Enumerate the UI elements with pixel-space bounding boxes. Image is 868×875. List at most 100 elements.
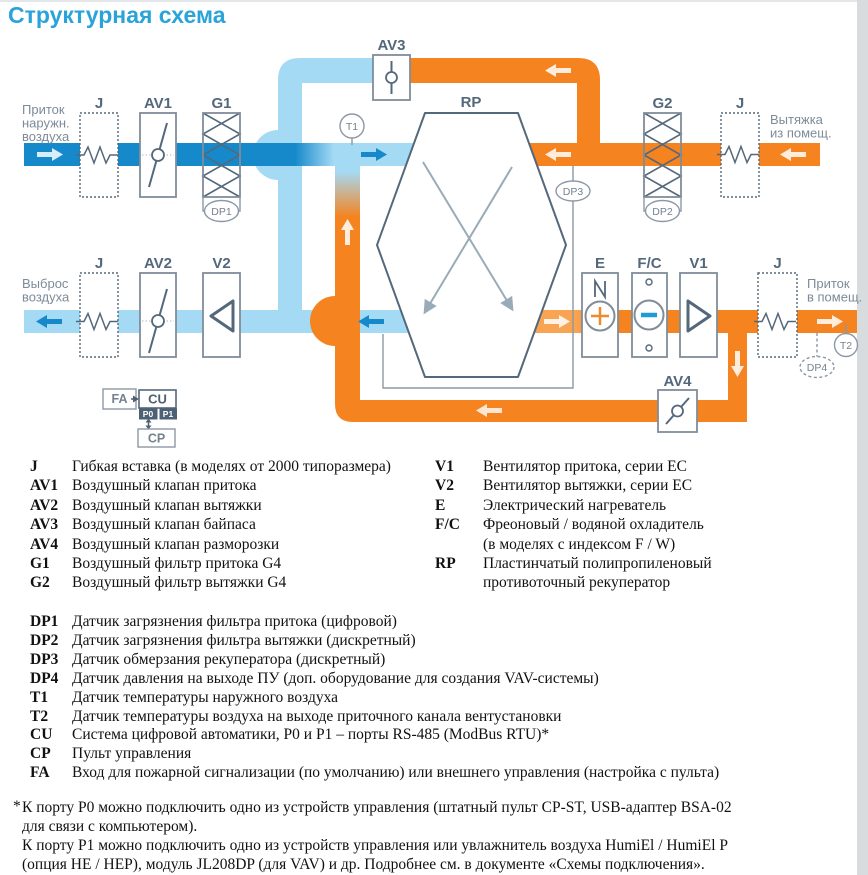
sensor-t2: T2 [833, 324, 859, 358]
sensor-dp2 [643, 197, 682, 223]
valve-av1 [139, 112, 177, 198]
svg-text:G1: G1 [211, 95, 231, 112]
heater-element-icon [594, 277, 606, 301]
page-title: Структурная схема [8, 2, 226, 28]
svg-text:AV2: AV2 [144, 255, 172, 272]
footnote: * К порту P0 можно подключить одно из ус… [13, 798, 858, 874]
flow-arrow-icon [545, 64, 571, 77]
valve-av4 [657, 389, 698, 433]
svg-text:J: J [773, 255, 781, 272]
svg-text:F/C: F/C [637, 255, 661, 272]
flex-insert-j-supply [754, 272, 798, 358]
fan-triangle-icon [686, 299, 712, 333]
svg-text:AV3: AV3 [377, 37, 405, 54]
svg-text:T2: T2 [840, 340, 852, 352]
arrow-up-icon [145, 418, 152, 423]
page-top-edge [0, 0, 868, 2]
sensor-dp2-label: DP2 [652, 206, 673, 218]
cp-label: CP [148, 432, 165, 446]
defrost-duct [310, 166, 747, 422]
fan-v2 [202, 272, 241, 358]
svg-text:J: J [95, 95, 103, 112]
p1-label: P1 [163, 409, 174, 419]
svg-text:T1: T1 [346, 121, 358, 133]
sensor-dp4: DP4 [799, 333, 835, 379]
svg-text:воздуха: воздуха [22, 290, 70, 305]
spring-icon [76, 144, 118, 166]
svg-text:RP: RP [461, 94, 482, 111]
spring-icon [717, 144, 759, 165]
sensor-dp1-label: DP1 [211, 206, 232, 218]
svg-text:из помещ.: из помещ. [770, 126, 832, 141]
svg-text:наружн.: наружн. [22, 116, 70, 131]
flow-arrow-icon [817, 315, 843, 328]
flow-arrow-icon [361, 148, 387, 161]
component-labels: J AV1 G1 AV3 RP G2 J J AV2 V2 E F/C V1 J… [95, 37, 782, 390]
arrow-right-icon [133, 395, 139, 403]
duct-labels: Приток наружн. воздуха Выброс воздуха Вы… [22, 102, 862, 305]
fa-label: FA [112, 392, 128, 406]
sensor-t1: T1 [339, 113, 365, 145]
flow-arrow-icon [37, 148, 63, 161]
svg-text:G2: G2 [652, 95, 672, 112]
valve-av2 [139, 272, 177, 358]
footnote-marker: * [13, 798, 21, 815]
flow-arrow-icon [780, 148, 806, 161]
cu-label: CU [148, 392, 167, 407]
svg-text:Приток: Приток [807, 276, 850, 291]
svg-text:AV4: AV4 [663, 373, 692, 390]
flow-arrow-icon [545, 148, 571, 161]
svg-text:E: E [595, 255, 605, 272]
legend-row: противоточный рекуператор [483, 574, 671, 592]
port-p1 [159, 408, 177, 420]
footnote-line: К порту P1 можно подключить одно из устр… [22, 837, 728, 854]
flow-arrow-icon [36, 315, 62, 328]
svg-text:J: J [95, 255, 103, 272]
svg-text:DP4: DP4 [807, 362, 828, 374]
flow-arrow-icon [544, 315, 570, 328]
port-p0 [139, 408, 158, 420]
flex-insert-j-discharge [76, 272, 119, 358]
p0-label: P0 [143, 409, 154, 419]
flex-insert-j-extract [717, 112, 760, 198]
spring-icon [76, 311, 118, 332]
svg-text:AV1: AV1 [144, 95, 172, 112]
svg-text:V2: V2 [212, 255, 230, 272]
svg-text:Выброс: Выброс [22, 276, 69, 291]
footnote-line: (опция HE / HEP), модуль JL208DP (для VA… [22, 856, 705, 873]
svg-text:в помещ.: в помещ. [807, 290, 862, 305]
arrow-down-icon [145, 425, 152, 430]
flow-arrow-icon [476, 404, 502, 417]
counterflow-arrow-icon [423, 166, 513, 315]
footnote-line: К порту P0 можно подключить одно из устр… [22, 799, 732, 816]
svg-text:воздуха: воздуха [22, 129, 70, 144]
svg-text:Приток: Приток [22, 102, 65, 117]
flex-insert-j-intake [76, 112, 119, 198]
filter-g2 [642, 112, 683, 198]
sensor-dp3 [382, 166, 591, 389]
legend-row: (в моделях с индексом F / W) [483, 535, 676, 553]
ventilation-diagram: DP3 [22, 37, 862, 448]
heater-e [581, 272, 619, 358]
intake-duct [24, 143, 414, 166]
cp-box [137, 428, 176, 448]
